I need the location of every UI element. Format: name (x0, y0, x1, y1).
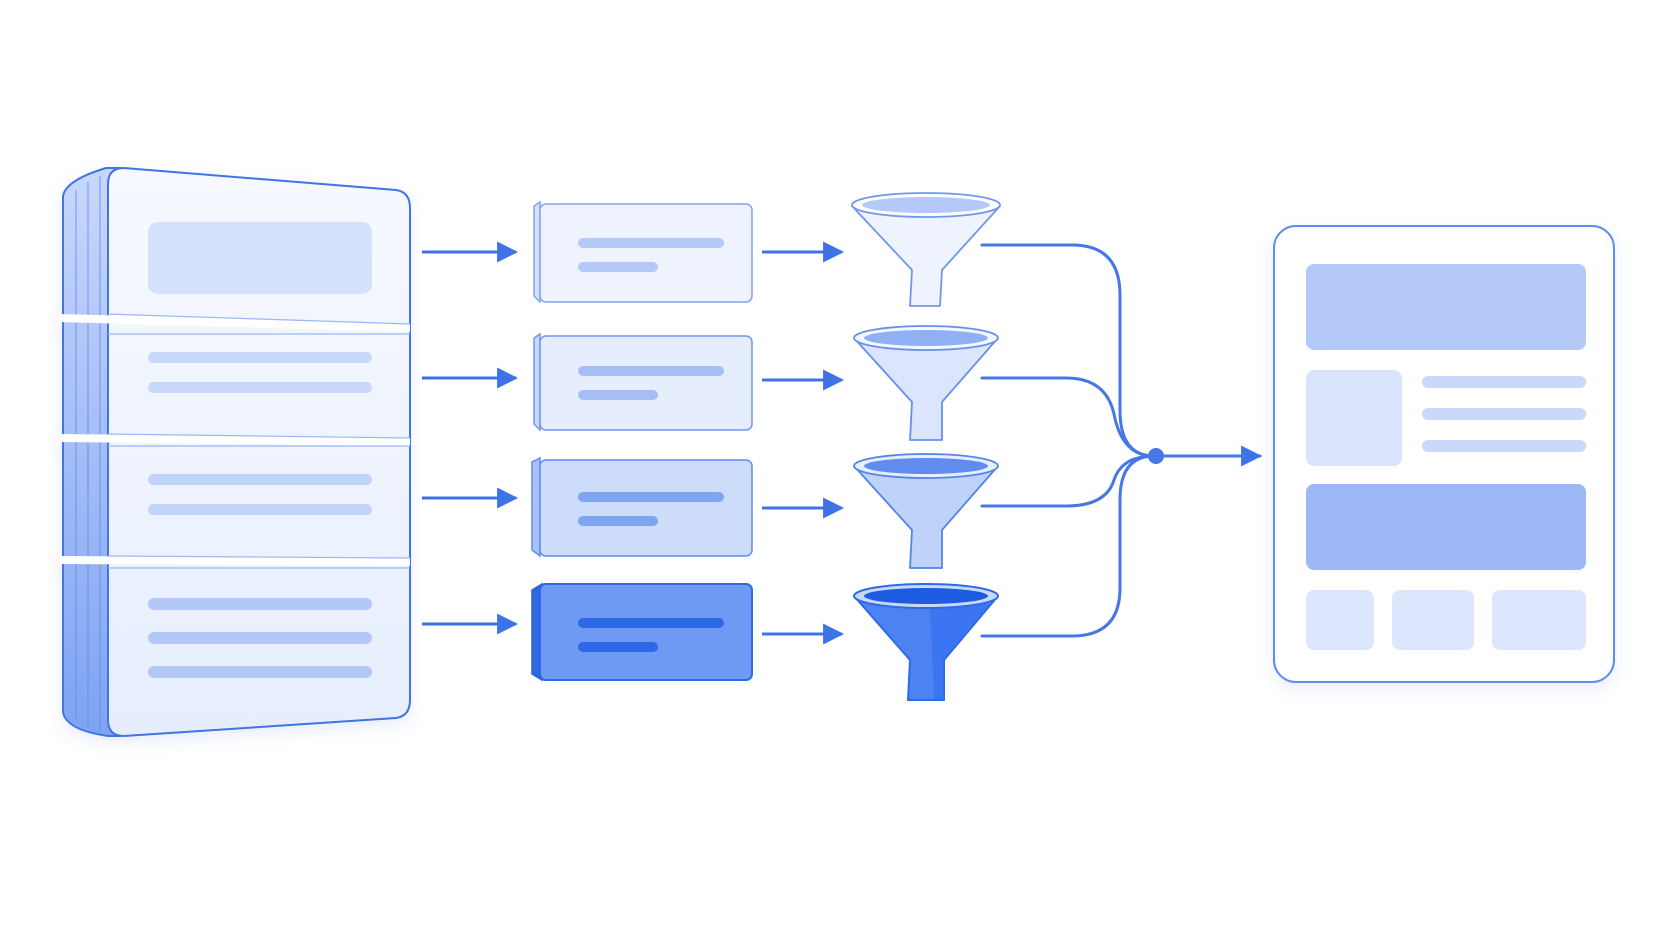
layout-footer-tile (1392, 590, 1474, 650)
chunk-card-2-face (539, 335, 753, 431)
chunk-card-3 (531, 456, 753, 558)
chunk-card-1-line (578, 262, 658, 272)
segment-separator-outline (107, 313, 411, 335)
segment-2-line (148, 352, 372, 363)
output-layout (1273, 225, 1615, 683)
segment-separator (59, 314, 411, 332)
funnel-icon (853, 465, 999, 569)
segment-1-block (148, 222, 372, 294)
funnel-opening (864, 330, 988, 346)
chunk-cards (531, 200, 753, 682)
layout-header-block (1306, 264, 1586, 350)
chunk-card-4 (531, 582, 753, 682)
chunk-card-3-face (539, 459, 753, 557)
source-document-face (107, 166, 411, 738)
chunk-card-2-edge (533, 332, 541, 432)
segment-3-line (148, 504, 372, 515)
segment-separator-outline (107, 555, 411, 569)
merge-connectors (980, 243, 1263, 638)
segment-4-line (148, 666, 372, 678)
funnel-opening (864, 458, 988, 474)
funnel-icon (851, 205, 1001, 307)
funnel-opening (864, 588, 988, 604)
segment-separator-outline (107, 433, 411, 447)
funnel-opening (862, 197, 990, 213)
segment-4-line (148, 598, 372, 610)
layout-banner-block (1306, 484, 1586, 570)
chunk-card-3-edge (531, 456, 541, 558)
filter-funnel-2 (853, 325, 999, 441)
source-document-stack-edge (62, 167, 121, 737)
chunk-card-1-face (539, 203, 753, 303)
connector-from-filter-3 (980, 454, 1156, 508)
connector-from-filter-2 (980, 376, 1156, 458)
layout-text-line (1422, 376, 1586, 388)
chunk-card-3-line (578, 516, 658, 526)
segment-4-line (148, 632, 372, 644)
source-document (59, 166, 411, 738)
chunk-card-1 (533, 200, 753, 304)
funnel-highlight (930, 604, 990, 700)
chunk-card-4-face (539, 583, 753, 681)
funnel-icon (853, 337, 999, 441)
segment-3-line (148, 474, 372, 485)
chunk-card-1-edge (533, 200, 541, 304)
layout-image-block (1306, 370, 1402, 466)
layout-footer-tile (1306, 590, 1374, 650)
connector-from-filter-1 (980, 243, 1156, 458)
filter-funnel-4 (853, 583, 999, 701)
merge-node-icon (1148, 448, 1164, 464)
chunk-card-2-line (578, 390, 658, 400)
chunk-card-4-line (578, 618, 724, 628)
segment-separator (59, 434, 411, 446)
chunk-card-1-line (578, 238, 724, 248)
layout-footer-tile (1492, 590, 1586, 650)
chunk-card-4-line (578, 642, 658, 652)
layout-text-line (1422, 408, 1586, 420)
chunk-card-2 (533, 332, 753, 432)
filter-funnel-1 (851, 192, 1001, 307)
split-arrows (422, 241, 519, 635)
connector-from-filter-4 (980, 454, 1156, 638)
segment-2-line (148, 382, 372, 393)
chunk-card-2-line (578, 366, 724, 376)
layout-text-line (1422, 440, 1586, 452)
chunk-card-3-line (578, 492, 724, 502)
filter-funnels (851, 192, 1001, 701)
segment-separator (59, 556, 411, 566)
filter-funnel-3 (853, 453, 999, 569)
filter-arrows (762, 241, 845, 645)
